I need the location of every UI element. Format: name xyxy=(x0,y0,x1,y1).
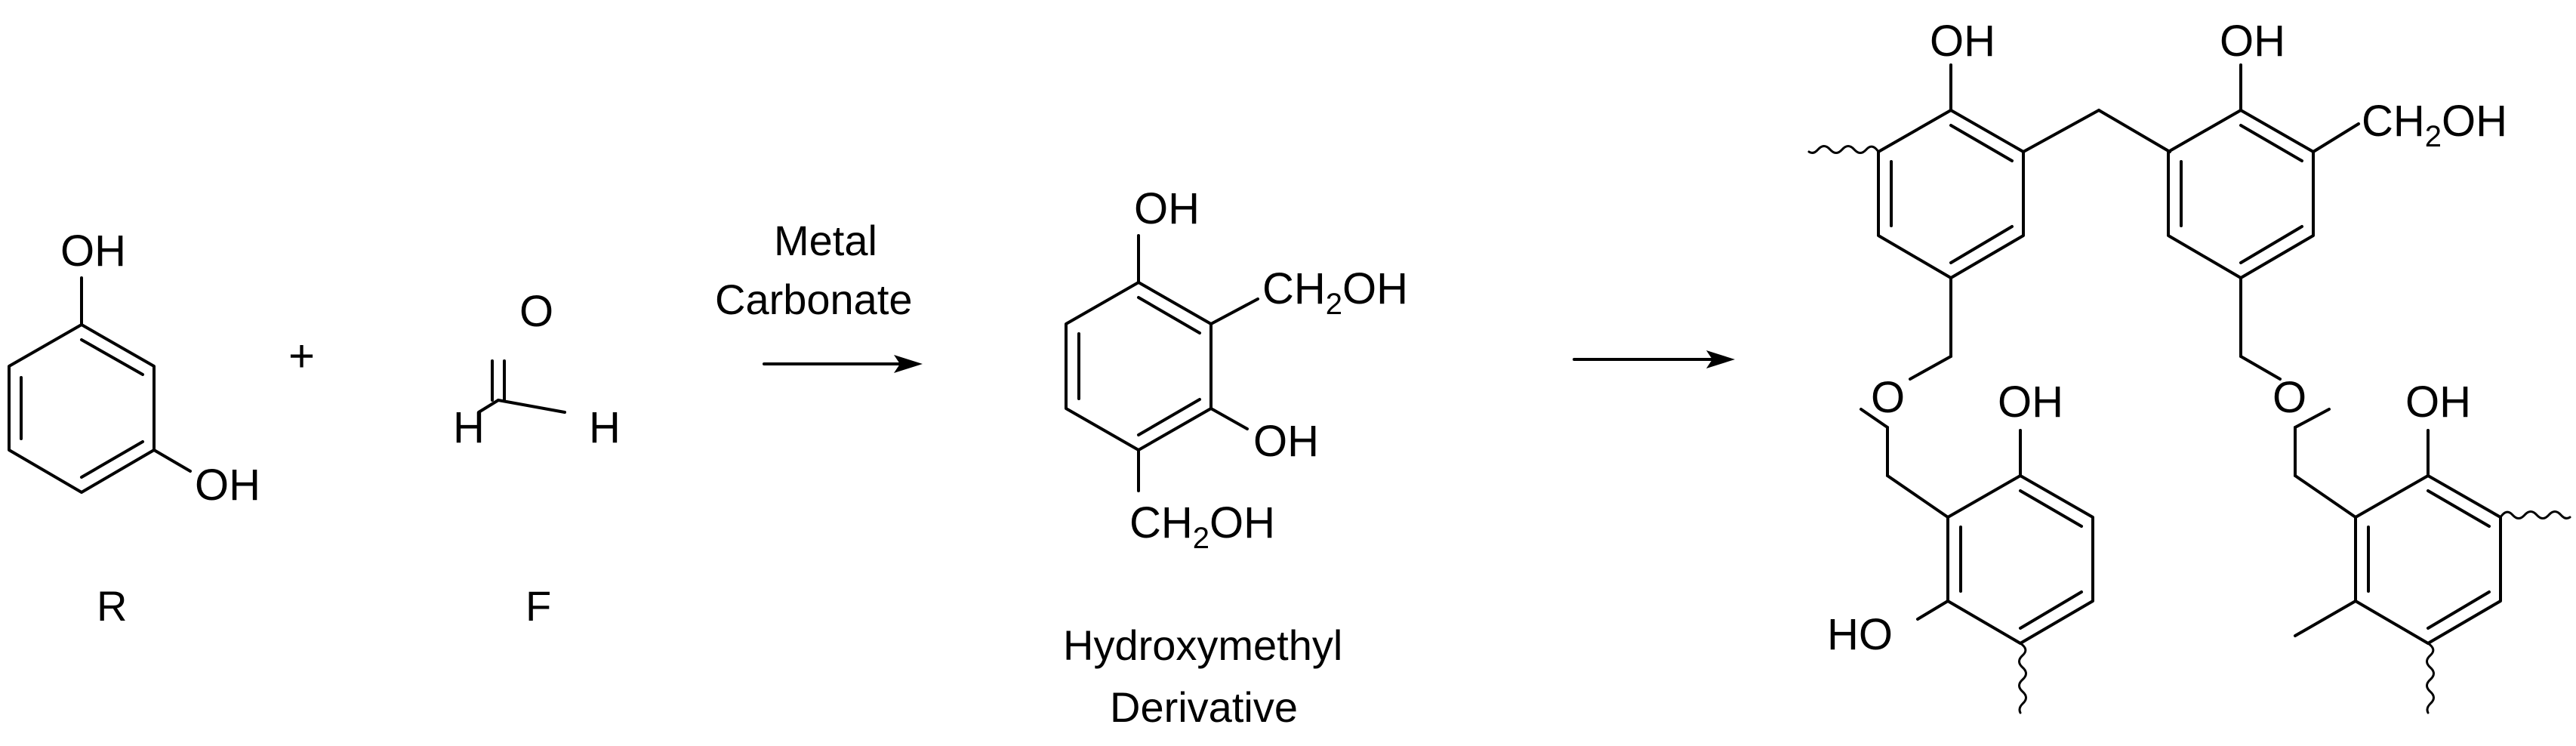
polymer-oh-b: OH xyxy=(2220,17,2285,66)
resorcinol-bottom-oh: OH xyxy=(195,461,260,510)
reaction-arrow-1: Metal Carbonate xyxy=(715,217,923,373)
polymer-ring-c xyxy=(1886,429,2094,714)
resorcinol-ring xyxy=(8,276,192,494)
resorcinol-caption: R xyxy=(97,582,127,630)
derivative-top-oh: OH xyxy=(1134,184,1200,233)
derivative-middle-oh: OH xyxy=(1253,417,1319,466)
polymer-structure: OH OH CH2OH O O OH HO OH xyxy=(1807,17,2571,714)
formaldehyde-oxygen: O xyxy=(519,287,553,336)
polymer-oh-a: OH xyxy=(1930,17,1995,66)
arrow-label-metal: Metal xyxy=(774,217,877,264)
plus-sign: + xyxy=(288,331,315,381)
resorcinol-structure: OH OH R xyxy=(8,227,260,630)
polymer-ring-b xyxy=(2167,63,2360,381)
formaldehyde-structure: O H H F xyxy=(453,287,621,630)
reaction-arrow-2 xyxy=(1573,350,1735,368)
polymer-ch2oh: CH2OH xyxy=(2362,97,2507,153)
formaldehyde-caption: F xyxy=(525,582,551,630)
derivative-ring xyxy=(1065,234,1259,492)
methylene-bridge-left xyxy=(2022,109,2100,153)
derivative-caption-line2: Derivative xyxy=(1110,683,1298,731)
polymer-ring-a xyxy=(1807,63,2025,381)
derivative-ch2oh-upper: CH2OH xyxy=(1262,264,1408,321)
polymer-ho-d: HO xyxy=(1827,610,1893,659)
polymer-oh-e: OH xyxy=(2405,378,2471,427)
methylene-bridge-right xyxy=(2097,109,2171,153)
polymer-oh-c: OH xyxy=(1998,378,2063,427)
derivative-caption-line1: Hydroxymethyl xyxy=(1063,621,1342,669)
polymer-ether-o-right: O xyxy=(2272,373,2306,422)
derivative-structure: OH CH2OH OH CH2OH Hydroxymethyl Derivati… xyxy=(1063,184,1408,731)
polymer-ring-d xyxy=(2294,429,2571,714)
formaldehyde-h-right: H xyxy=(589,403,621,452)
polymer-ether-o-left: O xyxy=(1871,373,1905,422)
derivative-ch2oh-lower: CH2OH xyxy=(1129,498,1275,555)
formaldehyde-h-left: H xyxy=(453,403,485,452)
arrow-label-carbonate: Carbonate xyxy=(715,276,913,323)
resorcinol-top-oh: OH xyxy=(60,227,126,276)
